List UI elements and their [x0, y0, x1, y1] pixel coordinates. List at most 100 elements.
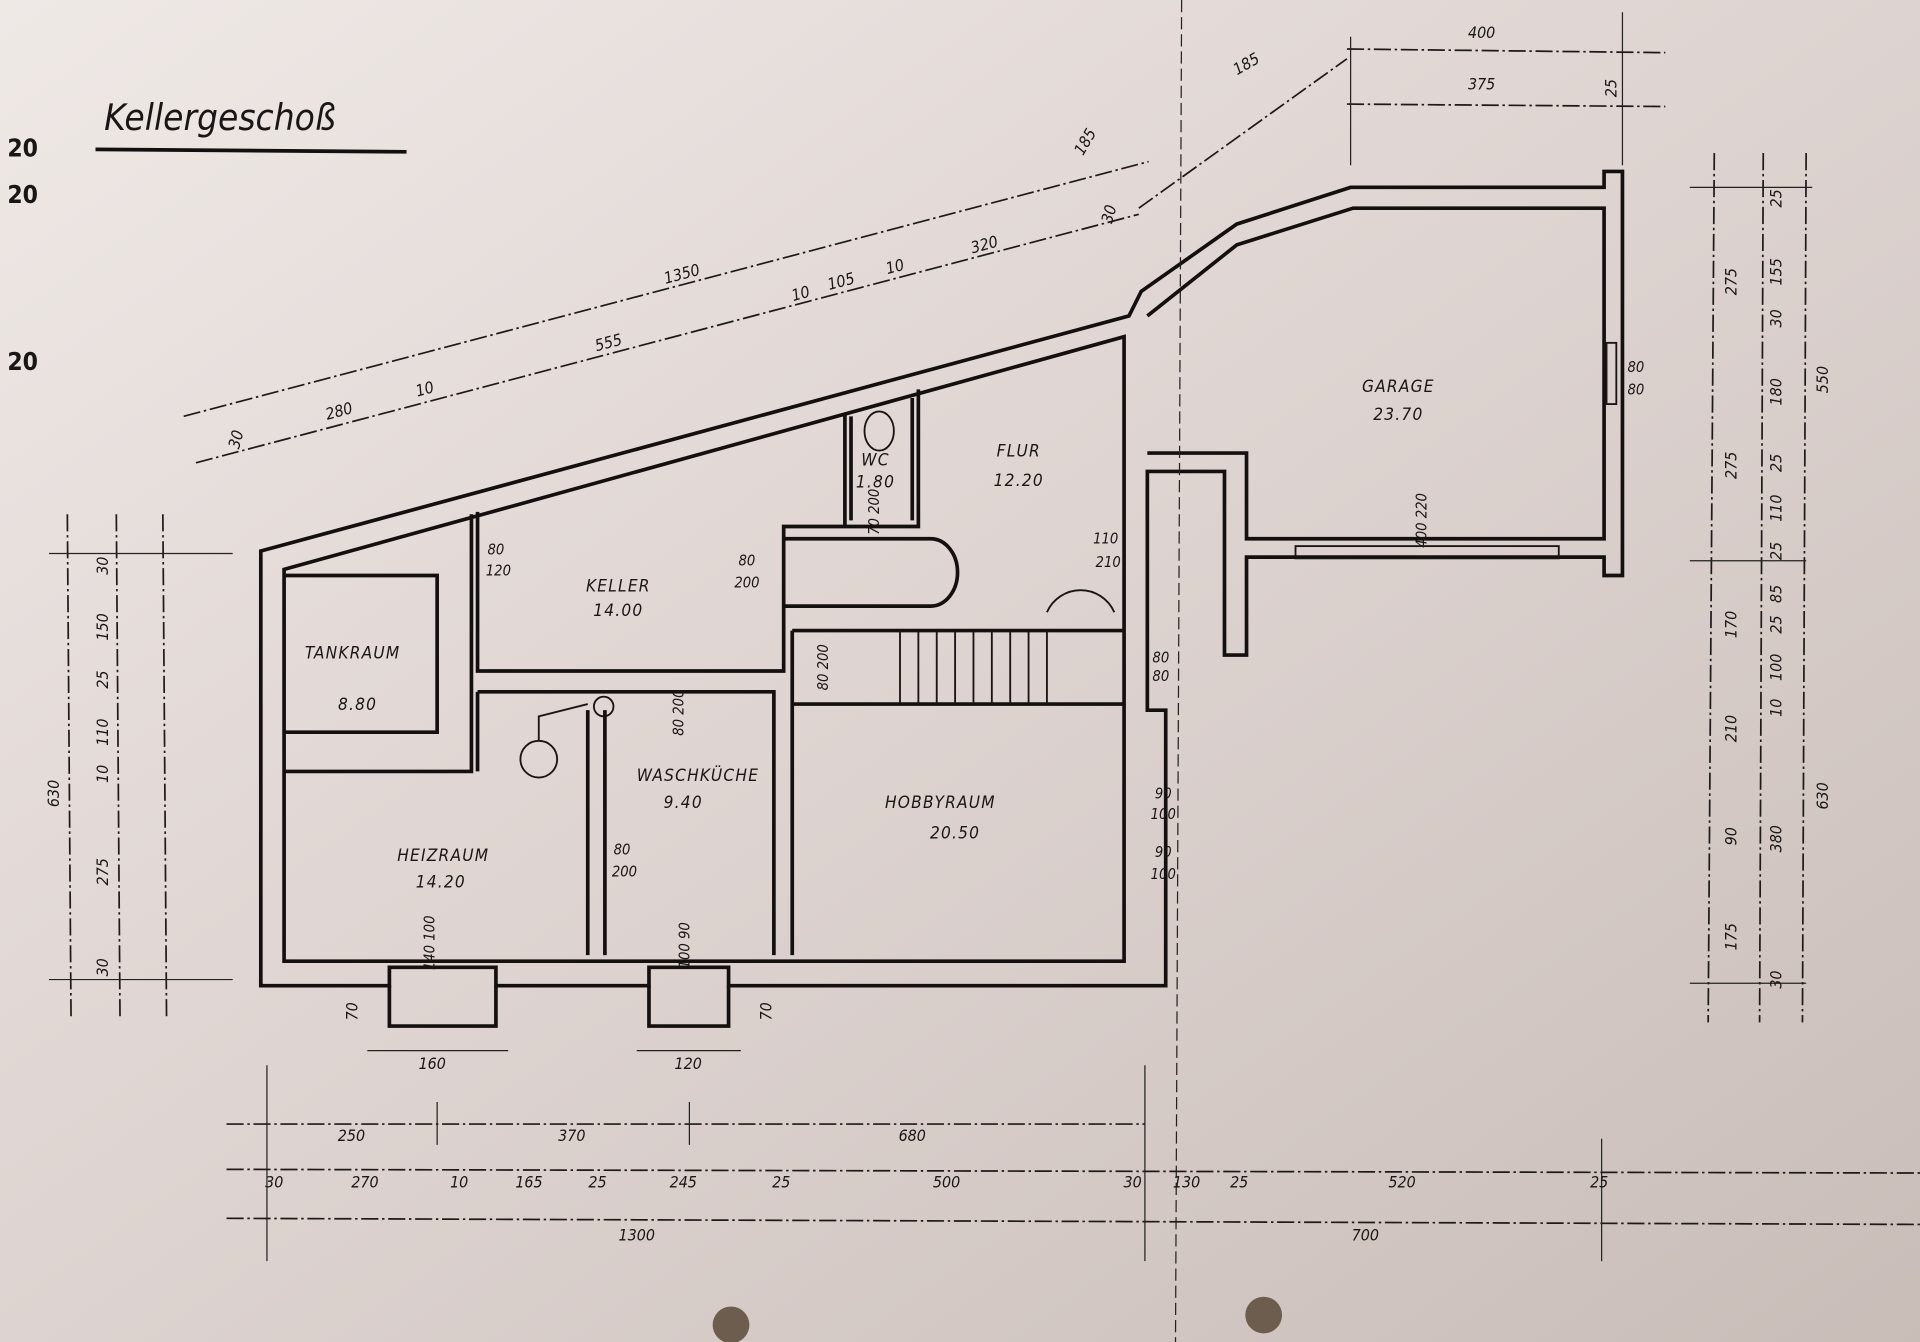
dimension-label: 25 — [1601, 79, 1620, 97]
room-area: 14.20 — [416, 873, 466, 893]
opening-width: 80 — [488, 542, 505, 559]
dimension-label: 10 — [413, 377, 436, 400]
dimension-label: 275 — [1721, 452, 1740, 479]
opening-height: 80 — [1152, 668, 1169, 685]
dimension-label: 375 — [1468, 74, 1495, 93]
stamp: 20 — [7, 347, 38, 376]
dimension-label: 25 — [93, 670, 112, 688]
room-labels: TANKRAUM 8.80 KELLER 14.00 WC 1.80 FLUR … — [305, 377, 1435, 893]
opening-size: 80 200 — [815, 644, 832, 690]
dimension-label: 275 — [93, 858, 112, 885]
dimension-label: 10 — [93, 765, 112, 783]
opening-width: 80 — [1152, 649, 1169, 666]
opening-height: 100 — [1151, 806, 1176, 823]
opening-height: 100 — [1151, 866, 1176, 883]
opening-height: 80 — [1628, 381, 1645, 398]
opening-size: 80 200 — [670, 690, 687, 736]
dimension-label: 130 — [1173, 1173, 1200, 1192]
opening-width: 90 — [1155, 785, 1172, 802]
dimension-label: 25 — [772, 1173, 790, 1192]
stamp: 20 — [7, 180, 38, 209]
room-area: 12.20 — [994, 471, 1044, 491]
opening-height: 210 — [1096, 554, 1121, 571]
dimension-label: 110 — [93, 719, 112, 746]
dimension-label: 25 — [588, 1173, 606, 1192]
lightwell-width: 120 — [675, 1054, 702, 1073]
dimension-label: 680 — [899, 1126, 926, 1145]
dimension-label: 30 — [93, 958, 112, 976]
dimension-label: 175 — [1721, 923, 1740, 950]
opening-width: 90 — [1155, 844, 1172, 861]
dimension-label: 245 — [670, 1173, 697, 1192]
dimension-label: 210 — [1721, 715, 1740, 742]
dimension-label: 25 — [1230, 1173, 1248, 1192]
dimension-label: 250 — [338, 1126, 365, 1145]
room-area: 23.70 — [1373, 405, 1423, 425]
lightwell-depth: 70 — [756, 1002, 775, 1020]
margin-stamps: 20 20 20 — [7, 134, 38, 376]
dimension-label: 100 — [1767, 654, 1786, 681]
room-area: 9.40 — [664, 793, 703, 813]
dimension-label: 30 — [1767, 309, 1786, 327]
dimension-label: 400 — [1468, 23, 1495, 42]
dimension-label: 25 — [1590, 1173, 1608, 1192]
lightwell-width: 160 — [419, 1054, 446, 1073]
page-title: Kellergeschoß — [104, 96, 336, 139]
opening-labels: 80 120 80 200 70 200 110 210 80 200 80 2… — [343, 359, 1645, 1073]
dimension-lines — [48, 0, 1920, 1342]
dimension-label: 380 — [1767, 825, 1786, 852]
dimension-label: 150 — [93, 613, 112, 640]
dimension-label: 30 — [1124, 1173, 1142, 1192]
room-name: WC — [861, 450, 889, 470]
room-name: HEIZRAUM — [397, 846, 489, 866]
opening-size: 140 100 — [422, 916, 439, 971]
opening-width: 80 — [739, 553, 756, 570]
opening-width: 80 — [614, 842, 631, 859]
dimension-label: 25 — [1767, 189, 1786, 207]
room-name: WASCHKÜCHE — [637, 764, 759, 786]
opening-size: 100 90 — [676, 922, 693, 968]
opening-height: 200 — [612, 864, 637, 881]
dimension-label: 30 — [1097, 203, 1120, 226]
opening-size: 400 220 — [1414, 493, 1431, 548]
dimension-label: 500 — [933, 1173, 960, 1192]
walls — [258, 169, 1625, 1028]
dimension-label: 630 — [1813, 782, 1832, 809]
room-name: TANKRAUM — [305, 644, 401, 664]
room-area: 1.80 — [856, 472, 895, 492]
room-name: GARAGE — [1362, 377, 1435, 397]
dimension-label: 30 — [265, 1173, 283, 1192]
dimension-label: 520 — [1388, 1173, 1415, 1192]
dimension-label: 90 — [1721, 827, 1740, 845]
dimension-label: 10 — [450, 1173, 468, 1192]
room-name: FLUR — [997, 442, 1041, 462]
dimension-label: 370 — [558, 1126, 585, 1145]
opening-width: 80 — [1628, 359, 1645, 376]
dimension-label: 25 — [1767, 542, 1786, 560]
room-name: KELLER — [586, 576, 651, 596]
dimension-label: 30 — [224, 428, 247, 451]
dimension-label: 270 — [351, 1173, 378, 1192]
bottom-dimensions: 250 370 680 30 270 10 165 25 245 25 500 … — [265, 1126, 1608, 1244]
room-area: 20.50 — [930, 824, 980, 844]
dimension-label: 550 — [1813, 366, 1832, 393]
opening-height: 200 — [734, 575, 759, 592]
punch-hole — [712, 1306, 750, 1342]
dimension-label: 110 — [1767, 494, 1786, 521]
dimension-label: 165 — [515, 1173, 542, 1192]
dimension-label: 275 — [1721, 268, 1740, 295]
dimension-label: 10 — [1767, 699, 1786, 717]
stamp: 20 — [7, 134, 38, 163]
opening-height: 120 — [486, 562, 511, 579]
right-dimensions: 275 275 170 210 90 175 25 155 30 180 25 … — [1721, 189, 1832, 988]
dimension-label: 25 — [1767, 454, 1786, 472]
dimension-label: 30 — [1767, 970, 1786, 988]
dimension-label: 630 — [44, 780, 63, 807]
dimension-label: 85 — [1767, 585, 1786, 603]
room-name: HOBBYRAUM — [885, 793, 996, 813]
dimension-label: 10 — [884, 255, 907, 278]
dimension-label: 180 — [1767, 378, 1786, 405]
dimension-label: 10 — [789, 282, 812, 305]
